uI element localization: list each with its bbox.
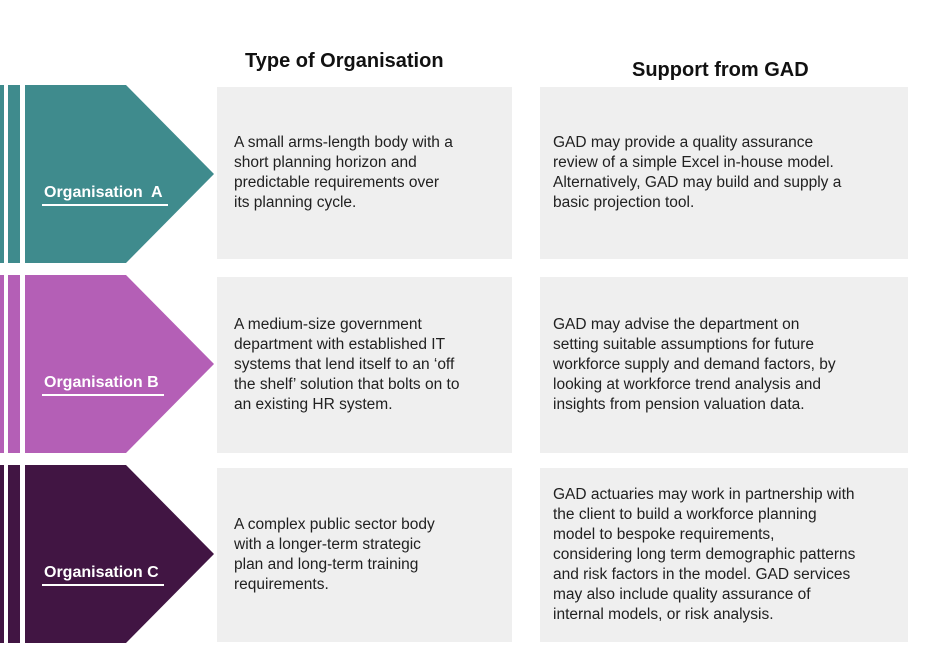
organisation-a-support-box: GAD may provide a quality assurance revi…: [540, 87, 908, 259]
organisation-b-type-text: A medium-size government department with…: [234, 316, 460, 413]
arrow-stripe-thick: [8, 275, 20, 453]
organisation-c-support-text: GAD actuaries may work in partnership wi…: [553, 486, 856, 623]
organisation-b-arrow: Organisation B: [0, 275, 215, 453]
arrow-stripe-thin: [0, 85, 4, 263]
organisation-a-type-box: A small arms-length body with a short pl…: [217, 87, 512, 259]
organisation-a-arrow: Organisation A: [0, 85, 215, 263]
organisation-c-type-box: A complex public sector body with a long…: [217, 468, 512, 642]
arrow-stripe-thin: [0, 465, 4, 643]
organisation-b-support-box: GAD may advise the department on setting…: [540, 277, 908, 453]
organisation-c-arrow: Organisation C: [0, 465, 215, 643]
arrow-stripe-thick: [8, 465, 20, 643]
organisation-c-label: Organisation C: [42, 563, 164, 586]
arrow-body: [25, 85, 214, 263]
organisation-a-label: Organisation A: [42, 183, 168, 206]
striped-right-arrow-icon: [0, 275, 214, 453]
arrow-body: [25, 465, 214, 643]
striped-right-arrow-icon: [0, 465, 214, 643]
organisation-b-support-text: GAD may advise the department on setting…: [553, 316, 836, 413]
organisation-a-type-text: A small arms-length body with a short pl…: [234, 134, 453, 211]
organisation-b-type-box: A medium-size government department with…: [217, 277, 512, 453]
organisation-a-support-text: GAD may provide a quality assurance revi…: [553, 134, 842, 211]
organisation-c-type-text: A complex public sector body with a long…: [234, 516, 435, 593]
column-header-support-from-gad: Support from GAD: [632, 59, 809, 81]
arrow-stripe-thick: [8, 85, 20, 263]
organisation-c-support-box: GAD actuaries may work in partnership wi…: [540, 468, 908, 642]
striped-right-arrow-icon: [0, 85, 214, 263]
column-header-type-of-organisation: Type of Organisation: [245, 50, 444, 72]
arrow-stripe-thin: [0, 275, 4, 453]
arrow-body: [25, 275, 214, 453]
organisation-b-label: Organisation B: [42, 373, 164, 396]
